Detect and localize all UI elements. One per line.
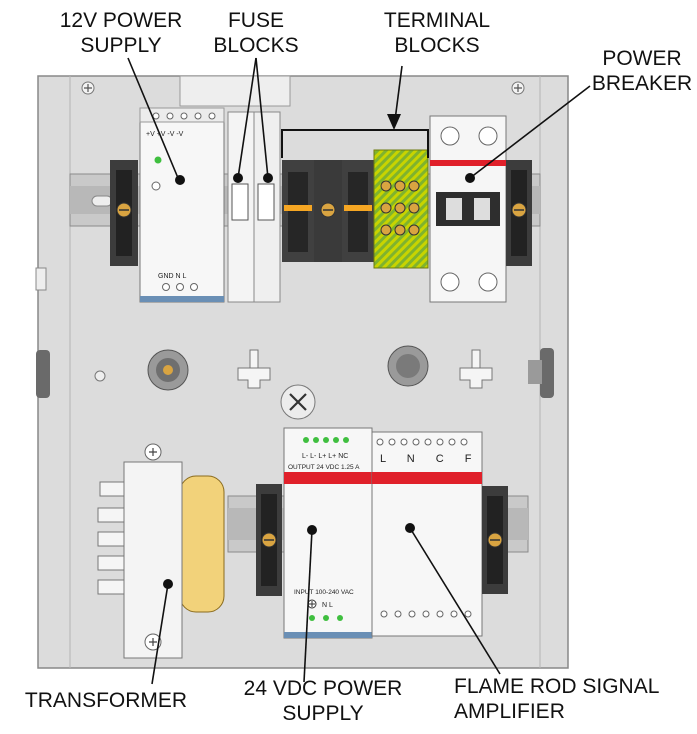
psu24-output-text: OUTPUT 24 VDC 1.25 A [288,464,360,471]
panel-top-flange [179,75,291,107]
label-amplifier-line1: FLAME ROD SIGNAL [454,675,660,698]
end-stop-bottom-left [256,484,282,596]
psu24-top-terminals-text: L- L- L+ L+ NC [302,453,348,460]
amplifier-terminals-text: L N C F [380,453,481,465]
psu12-bottom-text: GND N L [158,273,187,280]
label-breaker-line2: BREAKER [591,72,693,95]
label-terminal-line2: BLOCKS [394,34,480,57]
psu12-led [154,156,162,164]
cable-grommet-right [387,345,429,387]
label-fuse-line2: BLOCKS [213,34,299,57]
label-transformer-line1: TRANSFORMER [24,689,188,712]
panel-latch-left [36,350,50,398]
psu24-bottom-terminals-text: N L [322,602,333,609]
label-power-breaker: POWER BREAKER [588,46,696,96]
panel-hole [94,370,106,382]
end-stop-right [506,160,532,266]
callout-dots [163,173,475,589]
cable-clip-left [237,349,271,389]
label-12v-line1: 12V POWER [59,9,183,32]
label-transformer: TRANSFORMER [8,688,204,713]
label-terminal-blocks: TERMINAL BLOCKS [372,8,502,58]
label-12v-power-supply: 12V POWER SUPPLY [46,8,196,58]
label-fuse-line1: FUSE [227,9,284,32]
fuse-blocks [227,111,281,303]
end-stop-left [110,160,138,266]
terminal-blocks-arrowhead [387,114,401,130]
cable-grommet-left [147,349,189,391]
power-supply-24v: L- L- L+ L+ NC OUTPUT 24 VDC 1.25 A INPU… [283,427,373,639]
panel-latch-right [540,348,554,398]
label-flame-rod-amplifier: FLAME ROD SIGNAL AMPLIFIER [454,674,690,724]
power-supply-12v: +V +V -V -V GND N L [139,107,225,303]
transformer [97,443,225,659]
terminal-blocks-bracket [281,129,429,158]
psu24-input-text: INPUT 100-240 VAC [294,589,354,596]
label-fuse-blocks: FUSE BLOCKS [210,8,302,58]
label-24v-line1: 24 VDC POWER [243,677,403,700]
terminal-blocks [282,149,429,269]
label-24vdc-power-supply: 24 VDC POWER SUPPLY [230,676,416,726]
label-24v-line2: SUPPLY [282,702,364,725]
label-breaker-line1: POWER [602,47,682,70]
ground-screw [280,384,316,420]
power-breaker [429,115,507,303]
flame-rod-amplifier: L N C F [371,431,483,637]
label-12v-line2: SUPPLY [80,34,162,57]
end-stop-bottom-right [482,486,508,594]
label-terminal-line1: TERMINAL [383,9,491,32]
label-amplifier-line2: AMPLIFIER [454,700,565,723]
psu12-top-text: +V +V -V -V [146,131,184,138]
cable-clip-right [459,349,493,389]
